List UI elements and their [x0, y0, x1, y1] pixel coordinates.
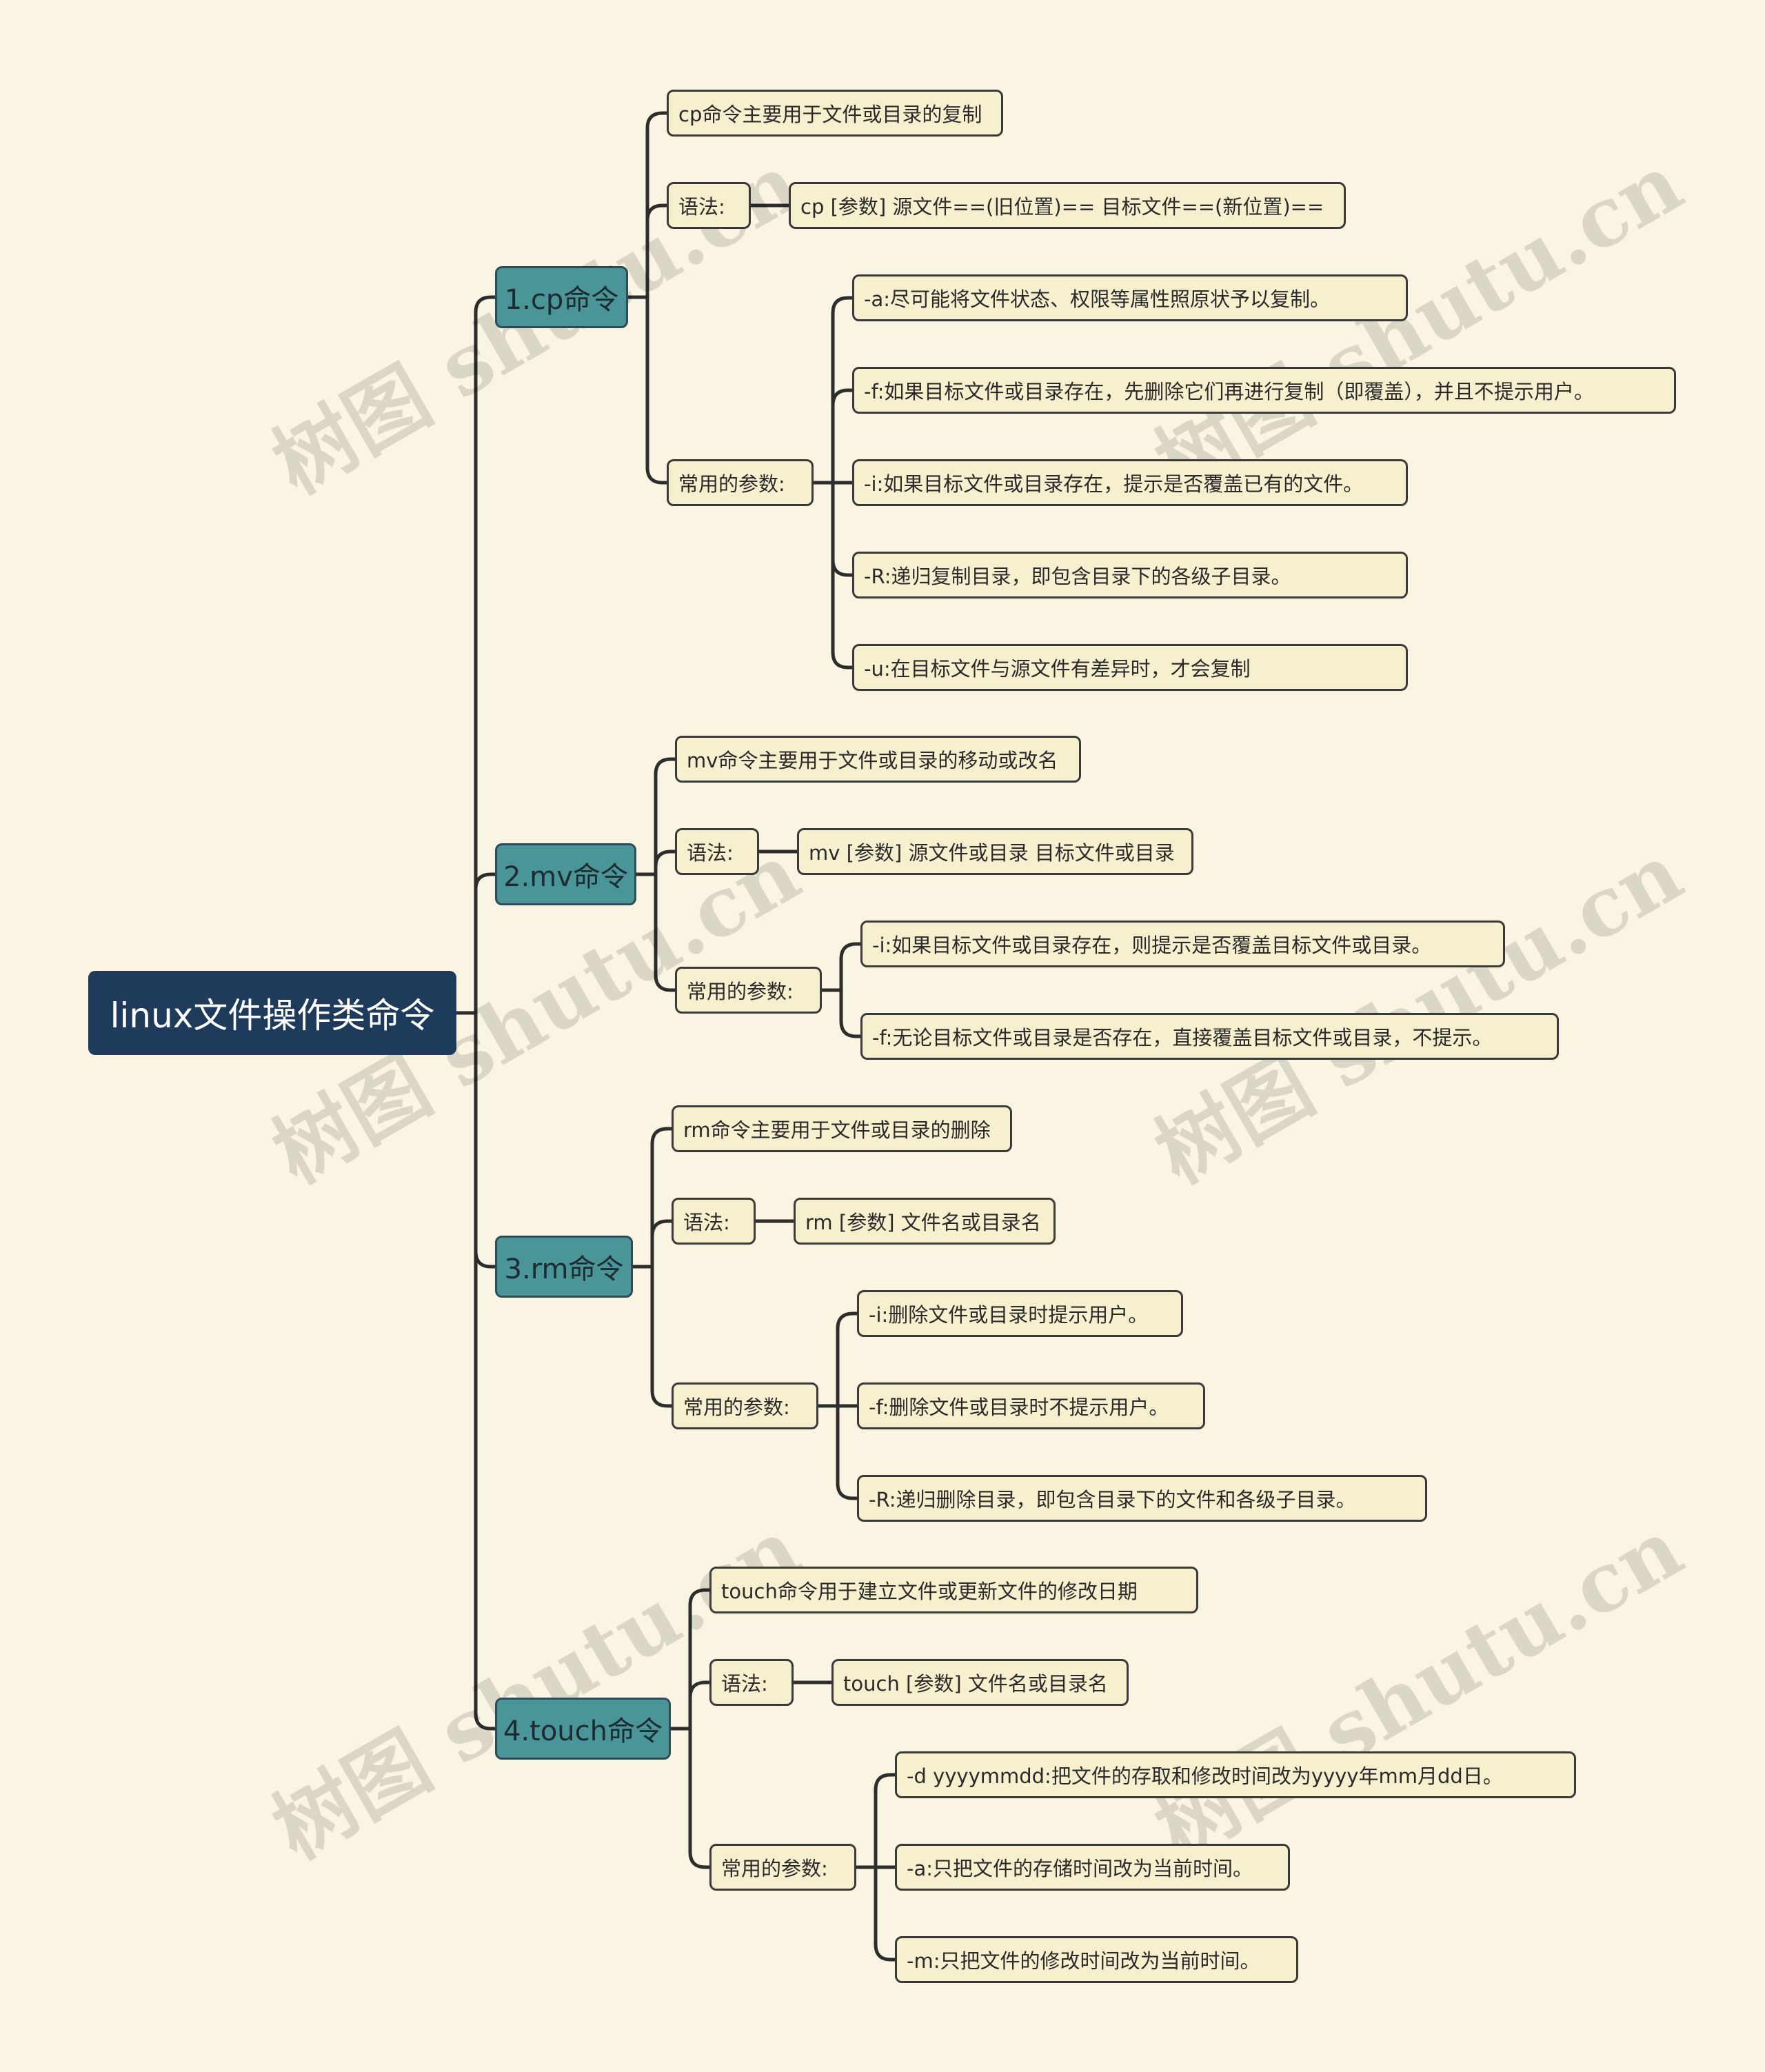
branch-touch[interactable]: 4.touch命令 [495, 1698, 671, 1760]
touch-syntax[interactable]: touch [参数] 文件名或目录名 [831, 1659, 1129, 1706]
rm-syntax-label[interactable]: 语法: [672, 1198, 756, 1245]
cp-param-u[interactable]: -u:在目标文件与源文件有差异时，才会复制 [852, 644, 1408, 691]
mv-params-label[interactable]: 常用的参数: [675, 967, 822, 1014]
mv-description[interactable]: mv命令主要用于文件或目录的移动或改名 [675, 736, 1081, 783]
cp-params-label[interactable]: 常用的参数: [667, 459, 814, 506]
rm-param-R[interactable]: -R:递归删除目录，即包含目录下的文件和各级子目录。 [857, 1475, 1427, 1522]
cp-param-i[interactable]: -i:如果目标文件或目录存在，提示是否覆盖已有的文件。 [852, 459, 1408, 506]
branch-connector [626, 203, 669, 299]
touch-syntax-label[interactable]: 语法: [709, 1659, 794, 1706]
branch-cp[interactable]: 1.cp命令 [495, 266, 628, 328]
branch-mv[interactable]: 2.mv命令 [495, 843, 636, 905]
rm-syntax[interactable]: rm [参数] 文件名或目录名 [794, 1198, 1056, 1245]
params-connector [811, 481, 854, 670]
branch-connector [626, 111, 669, 299]
touch-description[interactable]: touch命令用于建立文件或更新文件的修改日期 [709, 1567, 1198, 1613]
touch-param-a[interactable]: -a:只把文件的存储时间改为当前时间。 [895, 1844, 1290, 1891]
branch-connector [669, 1680, 712, 1731]
mv-param-i[interactable]: -i:如果目标文件或目录存在，则提示是否覆盖目标文件或目录。 [860, 921, 1505, 967]
cp-param-f[interactable]: -f:如果目标文件或目录存在，先删除它们再进行复制（即覆盖），并且不提示用户。 [852, 367, 1676, 414]
cp-param-R[interactable]: -R:递归复制目录，即包含目录下的各级子目录。 [852, 552, 1408, 599]
cp-syntax-label[interactable]: 语法: [667, 182, 751, 229]
mv-syntax[interactable]: mv [参数] 源文件或目录 目标文件或目录 [797, 828, 1193, 875]
params-connector [811, 296, 854, 485]
params-connector [820, 988, 863, 1038]
rm-param-i[interactable]: -i:删除文件或目录时提示用户。 [857, 1290, 1183, 1337]
cp-param-a[interactable]: -a:尽可能将文件状态、权限等属性照原状予以复制。 [852, 274, 1408, 321]
mv-syntax-label[interactable]: 语法: [675, 828, 759, 875]
cp-description[interactable]: cp命令主要用于文件或目录的复制 [667, 90, 1003, 137]
root-connector [454, 872, 497, 1015]
touch-params-label[interactable]: 常用的参数: [709, 1844, 856, 1891]
rm-params-label[interactable]: 常用的参数: [672, 1382, 818, 1429]
mv-param-f[interactable]: -f:无论目标文件或目录是否存在，直接覆盖目标文件或目录，不提示。 [860, 1013, 1559, 1060]
branch-connector [631, 1219, 674, 1269]
branch-connector [634, 872, 677, 992]
branch-connector [631, 1127, 674, 1269]
root-topic[interactable]: linux文件操作类命令 [88, 971, 456, 1055]
params-connector [811, 388, 854, 485]
params-connector [854, 1773, 897, 1869]
root-connector [454, 1011, 497, 1731]
params-connector [816, 1404, 859, 1500]
root-connector [454, 295, 497, 1015]
params-connector [816, 1311, 859, 1408]
branch-connector [669, 1727, 712, 1869]
branch-connector [631, 1265, 674, 1408]
branch-connector [634, 849, 677, 876]
branch-rm[interactable]: 3.rm命令 [495, 1236, 633, 1298]
branch-connector [634, 757, 677, 876]
branch-connector [626, 295, 669, 485]
touch-param-m[interactable]: -m:只把文件的修改时间改为当前时间。 [895, 1936, 1298, 1983]
rm-param-f[interactable]: -f:删除文件或目录时不提示用户。 [857, 1382, 1205, 1429]
cp-syntax[interactable]: cp [参数] 源文件==(旧位置)== 目标文件==(新位置)== [789, 182, 1346, 229]
params-connector [820, 942, 863, 992]
touch-param-d[interactable]: -d yyyymmdd:把文件的存取和修改时间改为yyyy年mm月dd日。 [895, 1751, 1576, 1798]
rm-description[interactable]: rm命令主要用于文件或目录的删除 [672, 1105, 1012, 1152]
params-connector [854, 1865, 897, 1962]
branch-connector [669, 1588, 712, 1731]
